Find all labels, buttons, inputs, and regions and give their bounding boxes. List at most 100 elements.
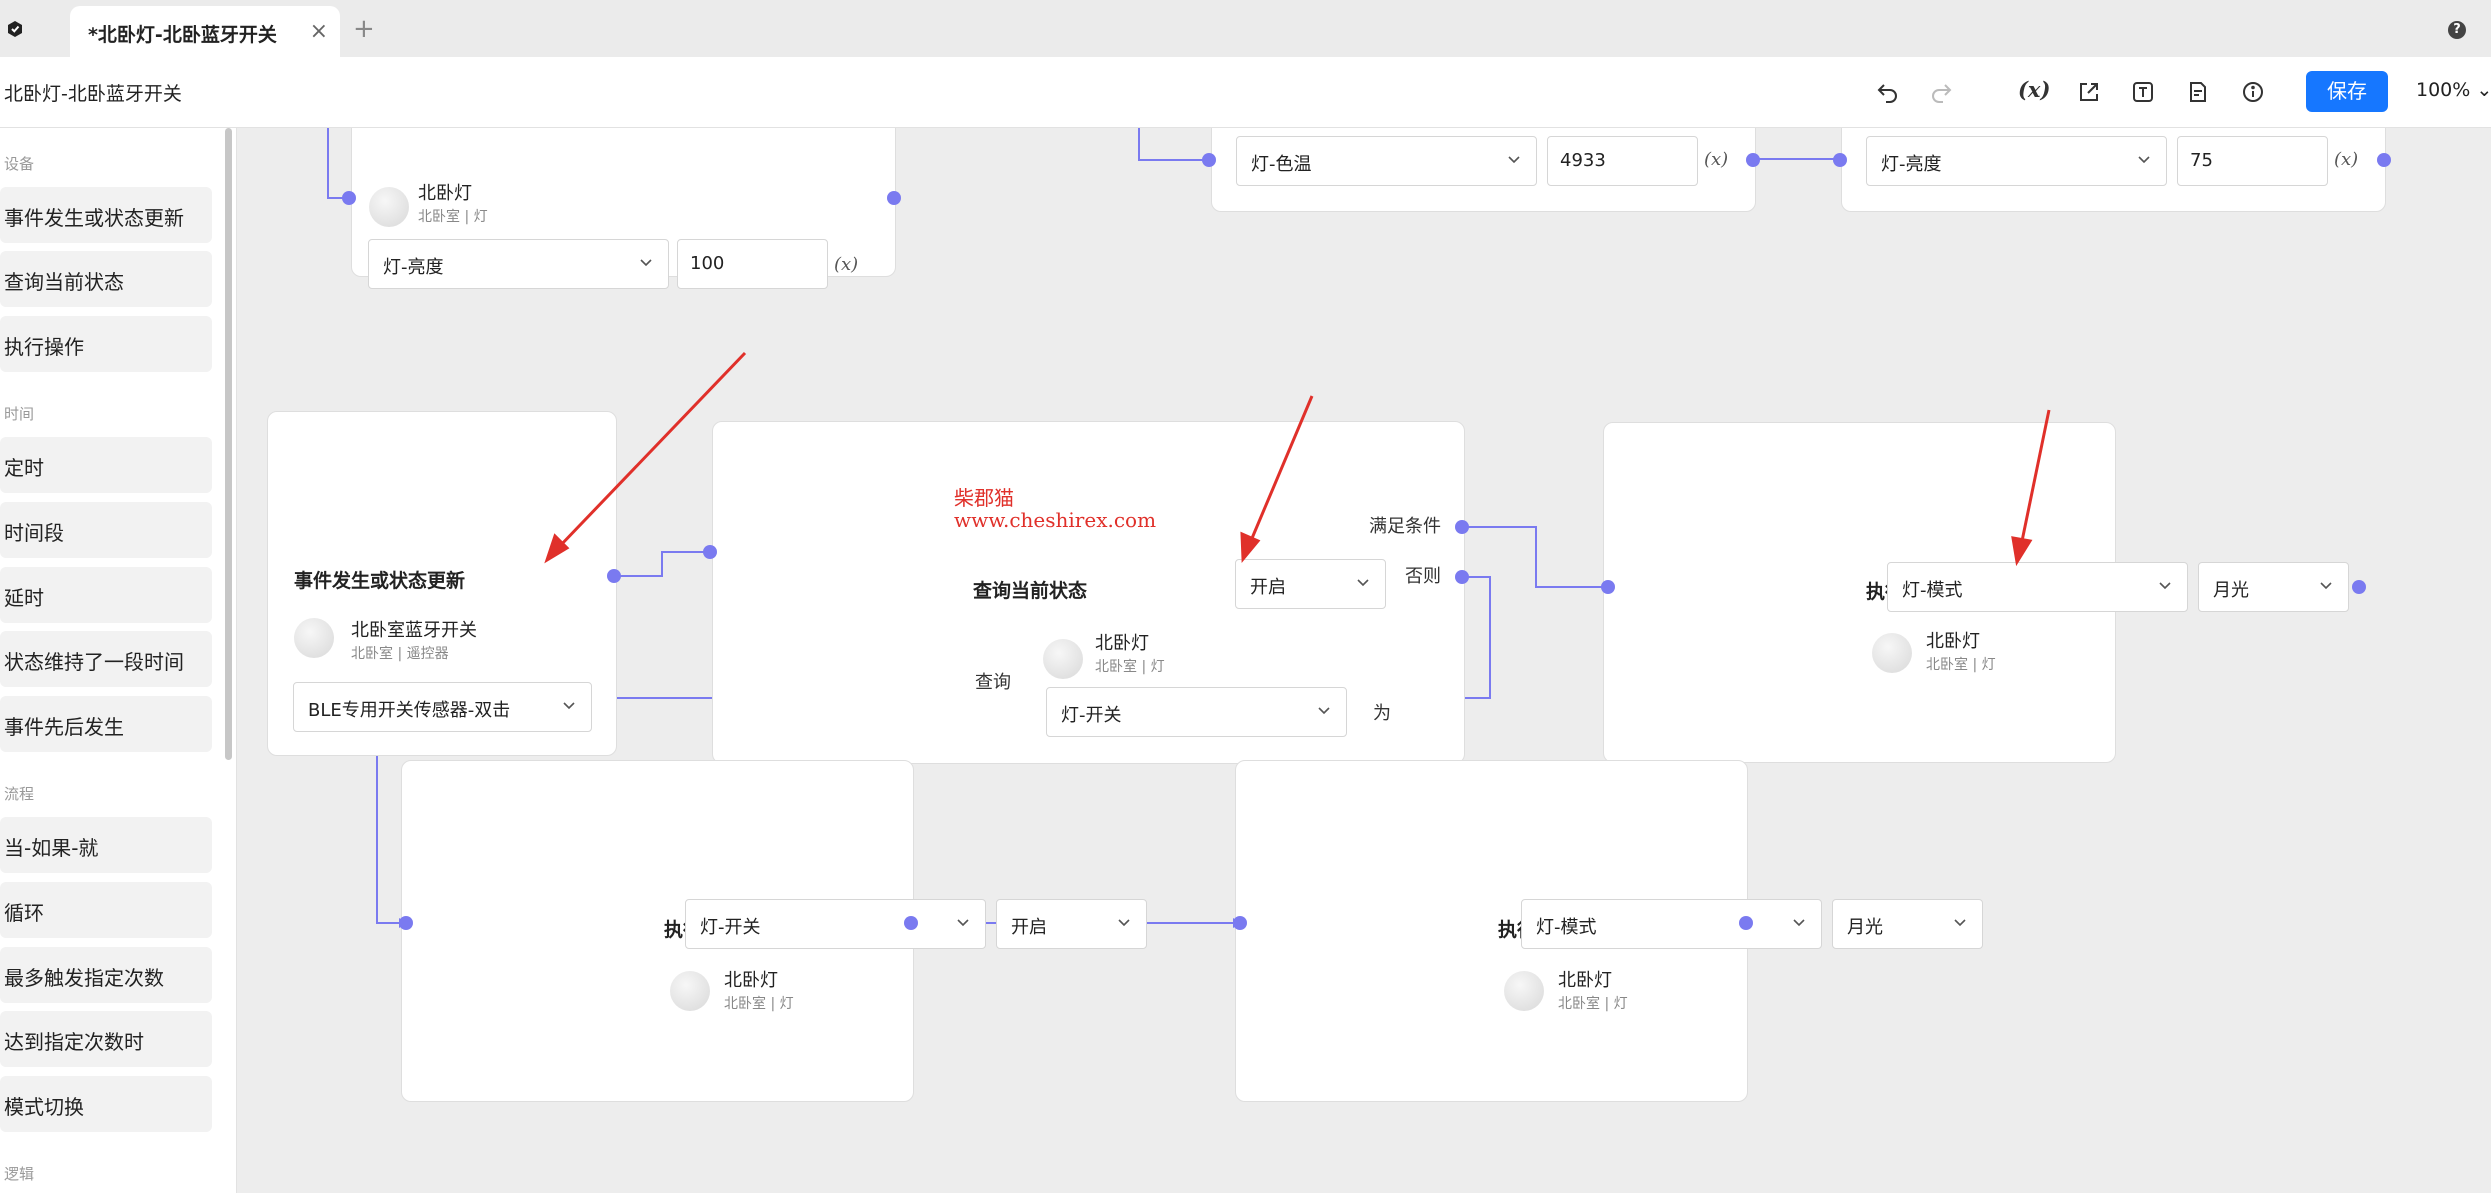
tab-close-icon[interactable]: × bbox=[309, 19, 328, 44]
property-value: 灯-色温 bbox=[1251, 154, 1312, 175]
chevron-down-icon bbox=[1508, 156, 1520, 164]
value-select[interactable]: 月光 bbox=[2198, 562, 2349, 612]
device-name: 北卧灯 bbox=[418, 183, 472, 204]
sidebar-item-delay[interactable]: 延时 bbox=[0, 567, 212, 623]
else-output-port[interactable] bbox=[1455, 570, 1469, 584]
device-room: 北卧室 | 灯 bbox=[1558, 996, 1628, 1012]
sidebar-item-state-duration[interactable]: 状态维持了一段时间 bbox=[0, 631, 212, 687]
zoom-select[interactable]: 100% ⌄ bbox=[2416, 79, 2491, 101]
variable-icon[interactable]: (x) bbox=[1704, 149, 1729, 170]
sidebar-item-label: 模式切换 bbox=[4, 1095, 84, 1119]
sidebar-item-count-reached[interactable]: 达到指定次数时 bbox=[0, 1011, 212, 1067]
sidebar-item-event-sequence[interactable]: 事件先后发生 bbox=[0, 696, 212, 752]
property-select[interactable]: 灯-亮度 bbox=[1866, 136, 2167, 186]
note-icon[interactable] bbox=[2183, 77, 2213, 107]
sidebar-item-query[interactable]: 查询当前状态 bbox=[0, 251, 212, 307]
action-node-top-right[interactable]: 灯-亮度 75 (x) bbox=[1841, 128, 2386, 212]
chevron-down-icon bbox=[1793, 919, 1805, 927]
state-value: 开启 bbox=[1250, 577, 1286, 598]
tab-title: *北卧灯-北卧蓝牙开关 bbox=[88, 24, 277, 46]
watermark-url: www.cheshirex.com bbox=[954, 508, 1157, 532]
device-avatar bbox=[1043, 639, 1083, 679]
variable-icon[interactable]: (x) bbox=[2334, 149, 2359, 170]
section-logic: 逻辑 bbox=[4, 1165, 35, 1183]
variables-icon[interactable]: (x) bbox=[2018, 77, 2051, 102]
input-port[interactable] bbox=[342, 191, 356, 205]
sidebar-item-event[interactable]: 事件发生或状态更新 bbox=[0, 187, 212, 243]
output-port[interactable] bbox=[904, 916, 918, 930]
output-port[interactable] bbox=[887, 191, 901, 205]
input-port[interactable] bbox=[1601, 580, 1615, 594]
sidebar-item-label: 达到指定次数时 bbox=[4, 1030, 144, 1054]
sidebar-item-time-range[interactable]: 时间段 bbox=[0, 502, 212, 558]
sidebar-item-max-trigger[interactable]: 最多触发指定次数 bbox=[0, 947, 212, 1003]
output-port[interactable] bbox=[2377, 153, 2391, 167]
sidebar-item-loop[interactable]: 循环 bbox=[0, 882, 212, 938]
property-select[interactable]: 灯-模式 bbox=[1887, 562, 2188, 612]
sidebar-item-label: 执行操作 bbox=[4, 335, 84, 359]
value-input[interactable]: 75 bbox=[2177, 136, 2328, 186]
satisfied-output-port[interactable] bbox=[1455, 520, 1469, 534]
undo-icon[interactable] bbox=[1873, 77, 1903, 107]
input-port[interactable] bbox=[1202, 153, 1216, 167]
device-room: 北卧室 | 灯 bbox=[1926, 657, 1996, 673]
value-select[interactable]: 开启 bbox=[996, 899, 1147, 949]
value-select[interactable]: 开启 bbox=[1235, 559, 1386, 609]
sidebar-item-label: 当-如果-就 bbox=[4, 836, 99, 860]
property-select[interactable]: 灯-开关 bbox=[685, 899, 986, 949]
output-port[interactable] bbox=[1739, 916, 1753, 930]
save-button[interactable]: 保存 bbox=[2306, 71, 2388, 112]
property-select[interactable]: 灯-开关 bbox=[1046, 687, 1347, 737]
help-icon[interactable]: ? bbox=[2448, 21, 2466, 39]
sidebar-item-schedule[interactable]: 定时 bbox=[0, 437, 212, 493]
value-select[interactable]: 月光 bbox=[1832, 899, 1983, 949]
action-node-top-left[interactable]: 北卧灯 北卧室 | 灯 灯-亮度 100 (x) bbox=[351, 128, 896, 289]
mode-value: 月光 bbox=[2213, 580, 2249, 601]
event-node[interactable]: 事件发生或状态更新 北卧室蓝牙开关 北卧室 | 遥控器 BLE专用开关传感器-双… bbox=[267, 411, 617, 756]
action-node-top-mid[interactable]: 灯-色温 4933 (x) bbox=[1211, 128, 1756, 212]
property-select[interactable]: 灯-色温 bbox=[1236, 136, 1537, 186]
flow-canvas[interactable]: 北卧灯 北卧室 | 灯 灯-亮度 100 (x) 灯-色温 4933 (x) 灯… bbox=[237, 128, 2491, 1193]
sidebar-item-mode-switch[interactable]: 模式切换 bbox=[0, 1076, 212, 1132]
sidebar-item-when-if-then[interactable]: 当-如果-就 bbox=[0, 817, 212, 873]
section-flow: 流程 bbox=[4, 785, 35, 803]
input-port[interactable] bbox=[703, 545, 717, 559]
chevron-down-icon bbox=[1954, 919, 1966, 927]
device-avatar bbox=[670, 971, 710, 1011]
output-port[interactable] bbox=[1746, 153, 1760, 167]
tab-active[interactable]: *北卧灯-北卧蓝牙开关 × bbox=[70, 6, 340, 57]
property-select[interactable]: 灯-亮度 bbox=[368, 239, 669, 289]
chevron-down-icon bbox=[1118, 919, 1130, 927]
sidebar-item-label: 时间段 bbox=[4, 521, 64, 545]
value-input[interactable]: 4933 bbox=[1547, 136, 1698, 186]
text-icon[interactable] bbox=[2128, 77, 2158, 107]
output-port[interactable] bbox=[2352, 580, 2366, 594]
info-icon[interactable] bbox=[2238, 77, 2268, 107]
input-port[interactable] bbox=[399, 916, 413, 930]
new-tab-icon[interactable]: + bbox=[353, 14, 375, 44]
trigger-select[interactable]: BLE专用开关传感器-双击 bbox=[293, 682, 592, 732]
sidebar-item-label: 定时 bbox=[4, 456, 44, 480]
property-select[interactable]: 灯-模式 bbox=[1521, 899, 1822, 949]
input-port[interactable] bbox=[1833, 153, 1847, 167]
watermark-name: 柴郡猫 bbox=[954, 486, 1014, 510]
output-port[interactable] bbox=[607, 569, 621, 583]
device-name: 北卧灯 bbox=[1558, 970, 1612, 991]
variable-icon[interactable]: (x) bbox=[834, 254, 859, 275]
property-value: 灯-开关 bbox=[700, 917, 761, 938]
chevron-down-icon bbox=[2159, 582, 2171, 590]
device-room: 北卧室 | 灯 bbox=[1095, 659, 1165, 675]
export-icon[interactable] bbox=[2074, 77, 2104, 107]
sidebar-item-label: 延时 bbox=[4, 586, 44, 610]
property-value: 灯-亮度 bbox=[383, 257, 444, 278]
redo-icon[interactable] bbox=[1926, 77, 1956, 107]
sidebar-scrollbar[interactable] bbox=[225, 128, 232, 760]
device-name: 北卧灯 bbox=[1926, 631, 1980, 652]
chevron-down-icon bbox=[2138, 156, 2150, 164]
input-port[interactable] bbox=[1233, 916, 1247, 930]
chevron-down-icon: ⌄ bbox=[2476, 79, 2491, 101]
sidebar-item-action[interactable]: 执行操作 bbox=[0, 316, 212, 372]
app-logo-icon[interactable] bbox=[6, 20, 24, 38]
value-input[interactable]: 100 bbox=[677, 239, 828, 289]
sidebar-item-label: 最多触发指定次数 bbox=[4, 966, 164, 990]
